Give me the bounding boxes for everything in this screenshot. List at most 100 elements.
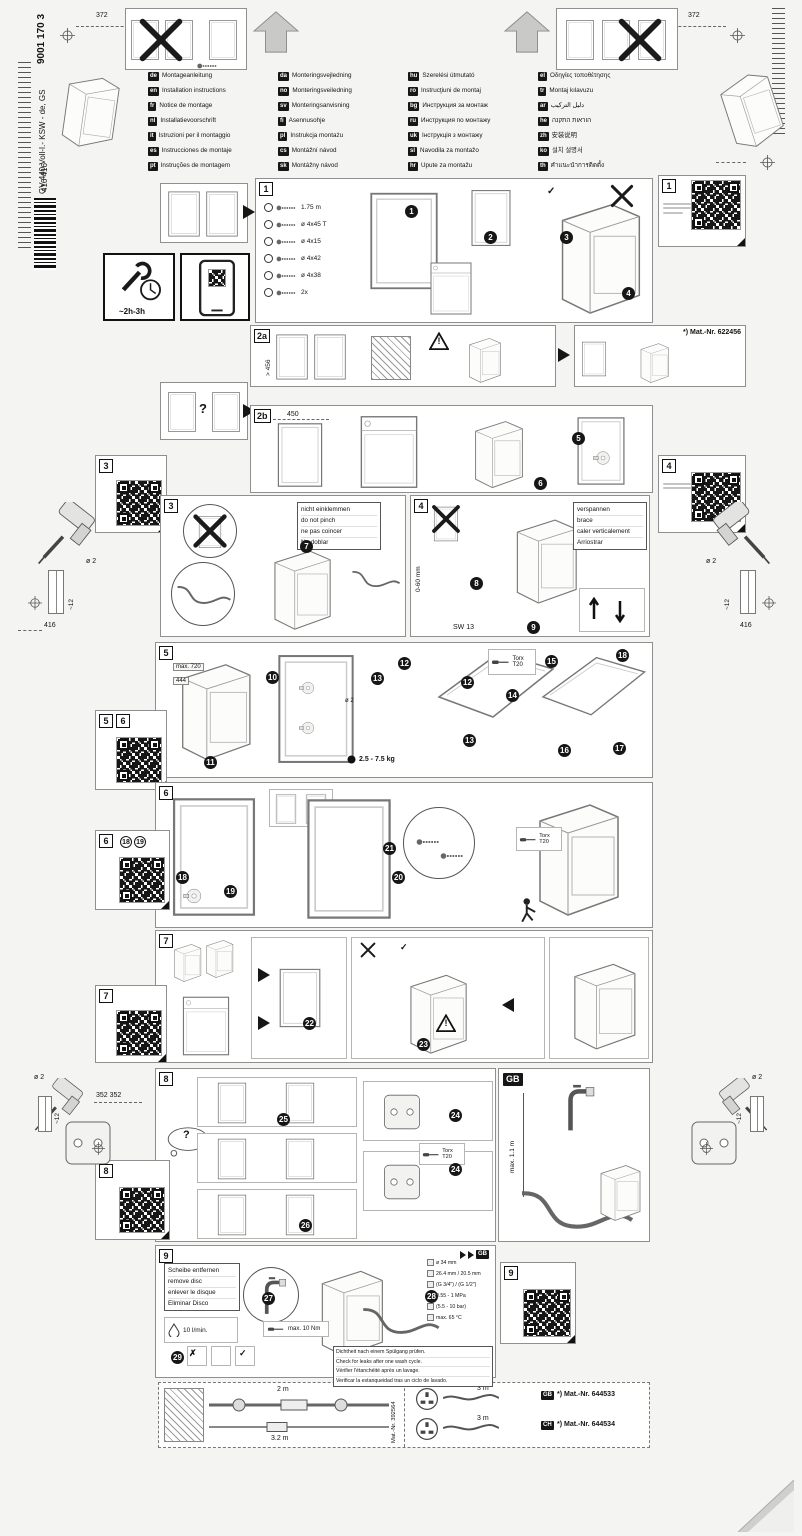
spec-row: 26.4 mm / 20.5 mm	[427, 1268, 495, 1279]
language-code-badge: he	[538, 117, 550, 126]
front-measuring-sketch	[376, 261, 526, 316]
part-label: ø 4x15	[301, 238, 321, 245]
step-number: 5	[99, 714, 113, 728]
final-position-sub-box	[549, 937, 649, 1059]
latch-detail-box	[363, 1081, 493, 1141]
step-2a-box: 2a > 456 !	[250, 325, 556, 387]
wash-cycle-icon-box	[211, 1346, 231, 1366]
step-7-box: 7 ✓ !	[155, 930, 653, 1063]
note-line-es: Verificar la estanqueidad tras un ciclo …	[336, 1377, 448, 1384]
note-line-en: Check for leaks after one wash cycle.	[336, 1358, 490, 1367]
cord-length: 3 m	[477, 1385, 489, 1392]
check-mark: ✓	[400, 942, 408, 952]
screw-detail-circle	[403, 807, 475, 879]
marker-24: 24	[449, 1163, 462, 1176]
dishwasher-hoses-sketch	[253, 540, 345, 632]
language-code-badge: uk	[408, 132, 420, 141]
cross-mark-icon	[360, 942, 376, 958]
qr-panel-8: 8	[95, 1160, 170, 1240]
step-number: 8	[99, 1164, 113, 1178]
which-door-question-box: ?	[160, 382, 248, 440]
person-icon	[517, 897, 543, 923]
divider	[404, 1383, 405, 1447]
language-title: Istruzioni per il montaggio	[158, 132, 231, 139]
screwdriver-icon	[519, 835, 537, 844]
language-title: הוראות התקנה	[552, 117, 592, 124]
spec-text: 0.55 - 1 MPa	[436, 1292, 466, 1299]
note-line-fr: enlever le disque	[168, 1288, 236, 1299]
alignment-sub-box	[251, 937, 347, 1059]
warning-mark: !	[437, 336, 441, 346]
tools-time-box: ~2h-3h	[103, 253, 175, 321]
language-title: Notice de montage	[159, 102, 213, 109]
warning-triangle: !	[428, 331, 450, 350]
part-label: ø 4x42	[301, 255, 321, 262]
language-title: Инструкция за монтаж	[422, 102, 488, 109]
caption-lines	[663, 200, 691, 216]
country-badge: CH	[541, 1421, 554, 1430]
parts-row: ø 4x42	[264, 250, 356, 267]
step-6-box: 6 Torx T20	[155, 782, 653, 928]
prohibited-detail-circle	[183, 504, 237, 558]
check-mark: ✓	[547, 186, 556, 197]
spec-icon	[427, 1270, 434, 1277]
torx-label: Torx T20	[442, 1148, 453, 1160]
part-label: ø 4x45 T	[301, 221, 327, 228]
language-title: Upute za montažu	[421, 162, 473, 169]
drill-diameter: ø 2	[345, 698, 354, 704]
arrow-right	[558, 348, 570, 362]
parts-row: 2x	[264, 284, 356, 301]
step-3-box: 3 nicht einklemmen do not pinch ne pas c…	[160, 495, 406, 637]
pilot-hole	[38, 1096, 52, 1132]
panel-icon	[275, 332, 309, 382]
marker-5: 5	[572, 432, 585, 445]
dimension-line	[273, 419, 329, 420]
step-number: 7	[159, 934, 173, 948]
note-line-fr: ne pas coincer	[301, 527, 377, 538]
spec-icon	[427, 1303, 434, 1310]
drill-icon	[30, 502, 108, 580]
ruler-ticks-left	[18, 62, 31, 252]
dimension-372-left: 372	[96, 12, 108, 19]
language-title: Monteringsvejledning	[292, 72, 352, 79]
hinge-pitch: 352 352	[96, 1092, 122, 1099]
dishwasher-side-sketch	[560, 952, 642, 1052]
language-title: คำแนะนำการติดตั้ง	[550, 162, 605, 169]
panel-icon	[274, 794, 298, 824]
cabinet-cube-sketch	[168, 939, 204, 983]
marker-3: 3	[560, 231, 573, 244]
marker-reference: 19	[134, 836, 146, 848]
hinge-icon	[297, 677, 319, 699]
pinch-warning-note: nicht einklemmen do not pinch ne pas coi…	[297, 502, 381, 551]
marker-21: 21	[383, 842, 396, 855]
wash-cycle-icon-box	[187, 1346, 207, 1366]
language-title: 설치 설명서	[552, 147, 583, 154]
cable-sketch	[443, 1394, 499, 1401]
spec-text: (G 3/4") / (G 1/2")	[436, 1281, 477, 1288]
tilt-warning-sub-box: ✓ !	[351, 937, 545, 1059]
registration-target-icon	[700, 1142, 713, 1155]
callout-dot	[264, 288, 273, 297]
qr-code	[119, 857, 165, 903]
water-drop-icon	[168, 1323, 180, 1337]
marker-4: 4	[622, 287, 635, 300]
country-badge: GB	[503, 1073, 523, 1086]
step-number: 1	[259, 182, 273, 196]
marker-26: 26	[299, 1219, 312, 1232]
callout-dot	[264, 254, 273, 263]
hose-length-2m: 2 m	[277, 1386, 289, 1393]
hinge-icon	[591, 446, 615, 470]
pilot-hole	[48, 570, 64, 614]
panel-icon	[581, 336, 607, 382]
mat-number-cord-gb: *) Mat.-Nr. 644533	[557, 1391, 615, 1398]
language-title: دليل التركيب	[550, 102, 584, 109]
remove-disc-note: Scheibe entfernen remove disc enlever le…	[164, 1263, 240, 1312]
